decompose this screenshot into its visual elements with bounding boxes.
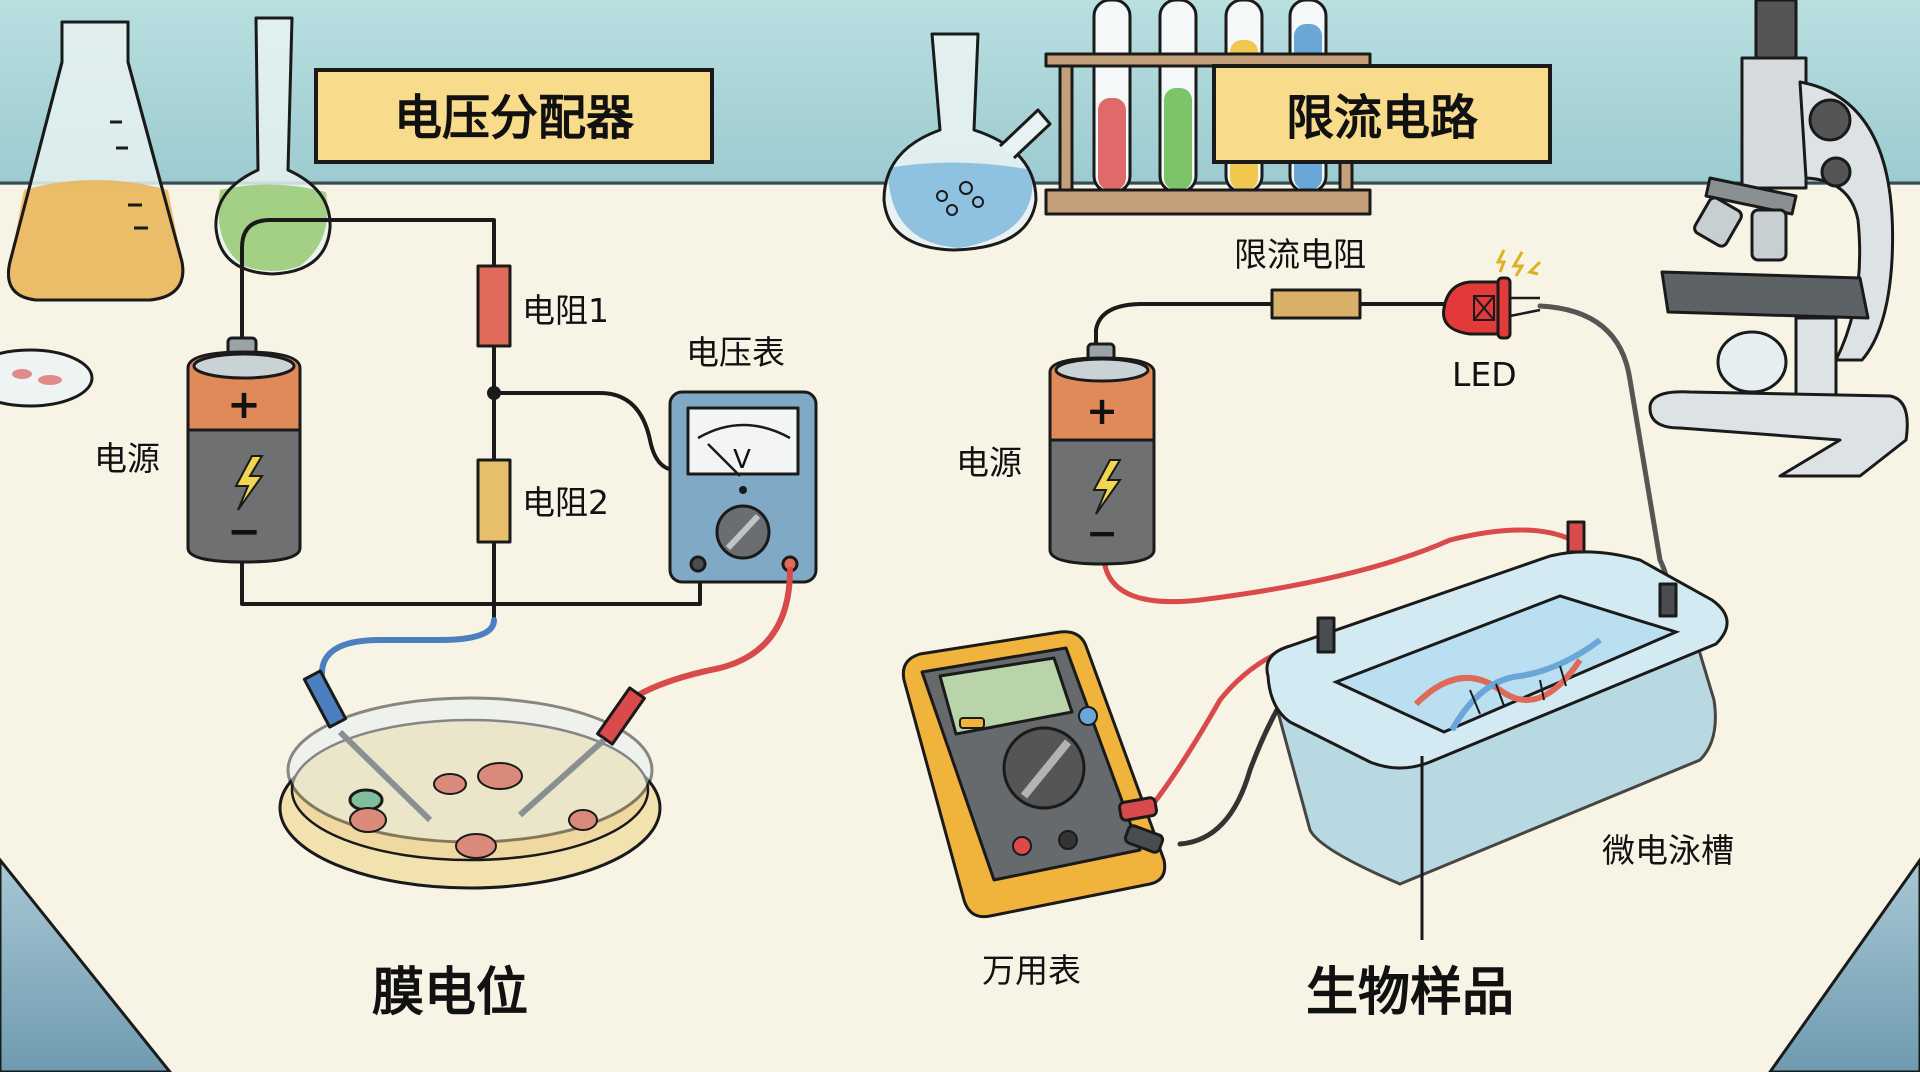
dna-strand-red xyxy=(1413,658,1583,707)
wire-bottom-loop xyxy=(240,550,702,606)
battery-minus-icon: − xyxy=(1086,511,1118,555)
junction-node xyxy=(487,386,501,400)
battery-plus-icon: + xyxy=(227,382,261,428)
wire-red-battery-to-tank xyxy=(1101,527,1575,605)
multimeter-red-jack xyxy=(1012,836,1032,856)
label-current-limiting-resistor: 限流电阻 xyxy=(1234,235,1366,274)
label-voltmeter: 电压表 xyxy=(686,333,785,372)
specimen-cell xyxy=(433,773,467,795)
volumetric-flask-icon xyxy=(214,16,332,276)
multimeter-display xyxy=(938,656,1074,736)
led-icon xyxy=(1442,249,1542,340)
voltmeter-black-terminal xyxy=(689,555,707,573)
battery-left: + − xyxy=(186,336,302,564)
sidearm-flask-icon xyxy=(882,32,1052,252)
label-biological-sample: 生物样品 xyxy=(1306,963,1514,1023)
label-resistor-2: 电阻2 xyxy=(522,483,609,522)
specimen-cell xyxy=(349,807,387,833)
multimeter xyxy=(901,630,1167,919)
electrophoresis-tank xyxy=(1265,520,1729,886)
bench-edge-right xyxy=(1768,857,1920,1072)
label-power-source-left: 电源 xyxy=(94,439,160,478)
voltmeter: V xyxy=(668,390,818,584)
label-resistor-1: 电阻1 xyxy=(522,291,609,330)
red-probe-handle xyxy=(596,686,646,746)
specimen-cell xyxy=(455,833,497,859)
multimeter-black-jack xyxy=(1058,830,1078,850)
title-voltage-divider: 电压分配器 xyxy=(314,68,714,164)
section-title: 电压分配器 xyxy=(394,90,635,146)
specimen-dot xyxy=(38,375,62,385)
voltmeter-needle xyxy=(707,443,741,477)
blue-probe-tip xyxy=(337,729,433,823)
wire-top-loop xyxy=(240,218,496,354)
specimen-cell xyxy=(348,788,384,812)
label-electrophoresis-tank: 微电泳槽 xyxy=(1602,831,1734,870)
wire-red-probe xyxy=(627,567,793,703)
label-multimeter: 万用表 xyxy=(982,951,1081,990)
dna-strand-blue xyxy=(1449,637,1602,732)
bench-edge-left xyxy=(0,857,172,1072)
specimen-cell xyxy=(568,809,598,831)
label-led: LED xyxy=(1452,355,1517,394)
lightning-bolt-icon xyxy=(1092,459,1122,515)
tank-terminal-black-right xyxy=(1658,582,1678,618)
petri-dish-membrane-potential xyxy=(278,669,662,890)
glow-spark-icon xyxy=(1527,260,1542,276)
battery-right: + − xyxy=(1048,342,1156,566)
specimen-cell xyxy=(477,762,523,790)
blue-probe-handle xyxy=(302,669,348,729)
glow-spark-icon xyxy=(1495,249,1507,273)
lightning-bolt-icon xyxy=(234,455,264,511)
resistor-1 xyxy=(476,264,512,348)
voltmeter-unit: V xyxy=(733,445,751,475)
erlenmeyer-flask-icon xyxy=(7,20,185,302)
tank-terminal-black-left xyxy=(1316,616,1336,654)
section-title: 限流电路 xyxy=(1286,90,1479,146)
specimen-dot xyxy=(12,369,32,379)
battery-plus-icon: + xyxy=(1086,389,1118,433)
label-power-source-right: 电源 xyxy=(956,443,1022,482)
battery-minus-icon: − xyxy=(227,509,261,555)
microscope-icon xyxy=(1648,0,1909,478)
current-limiting-resistor xyxy=(1270,288,1362,320)
tank-terminal-red xyxy=(1566,520,1586,554)
label-membrane-potential: 膜电位 xyxy=(372,963,528,1023)
wire-battery-to-resistor xyxy=(1094,302,1282,354)
wire-to-voltmeter xyxy=(492,391,678,472)
red-probe-tip xyxy=(518,737,606,818)
resistor-2 xyxy=(476,458,512,544)
glow-spark-icon xyxy=(1511,251,1525,277)
wire-blue-probe xyxy=(318,617,497,679)
title-current-limiting-circuit: 限流电路 xyxy=(1212,64,1552,164)
